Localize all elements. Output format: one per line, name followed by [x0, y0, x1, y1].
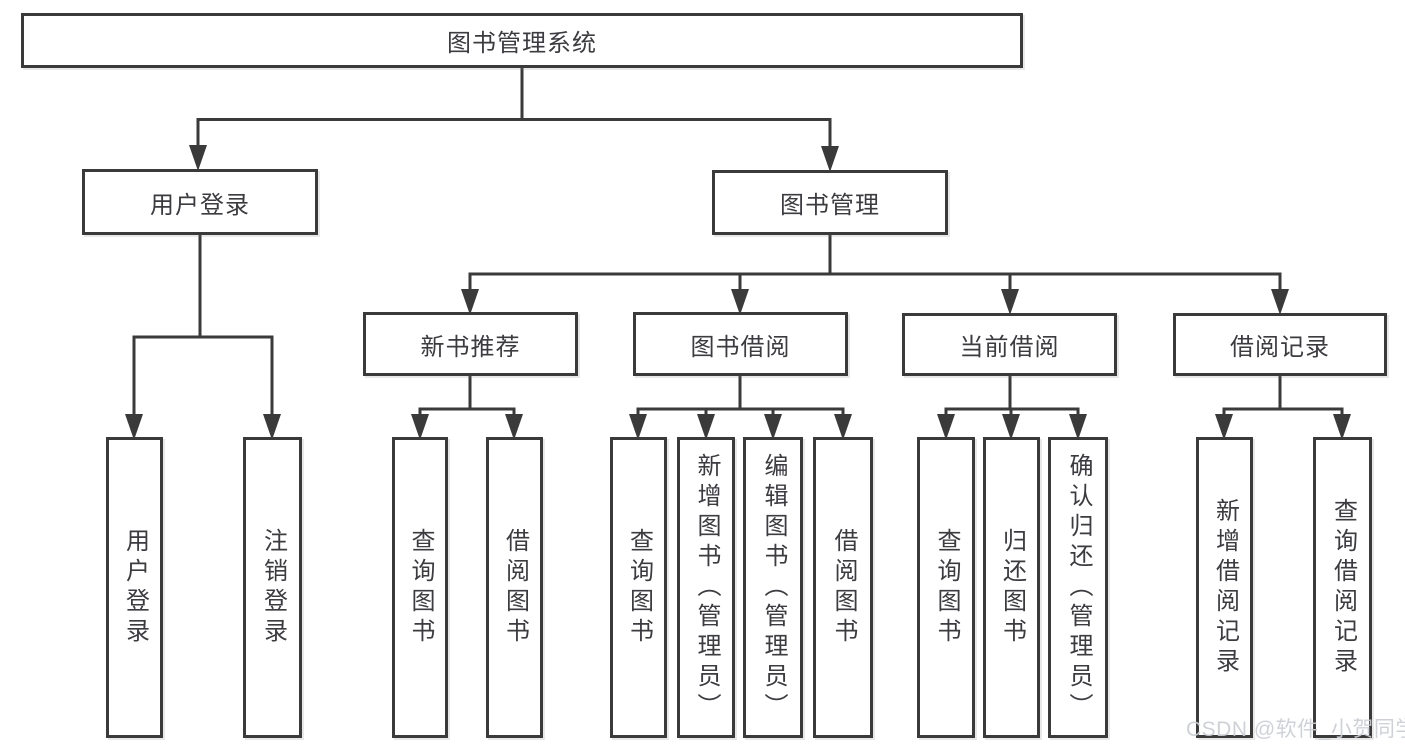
- leaf-records-add-record: 新增借阅记录: [1196, 437, 1253, 738]
- leaf-current-confirm-return: 确认归还（管理员）: [1048, 437, 1108, 738]
- leaf-records-query-record: 查询借阅记录: [1313, 437, 1372, 738]
- leaf-current-query-books: 查询图书: [917, 437, 975, 738]
- leaf-recommend-query-books: 查询图书: [392, 437, 448, 738]
- node-borrow-records: 借阅记录: [1173, 313, 1387, 376]
- node-library-system: 图书管理系统: [21, 13, 1023, 68]
- node-user-login: 用户登录: [82, 169, 318, 235]
- node-book-borrow: 图书借阅: [633, 312, 848, 376]
- leaf-recommend-borrow-books: 借阅图书: [486, 437, 543, 738]
- leaf-logout: 注销登录: [243, 437, 302, 738]
- leaf-borrow-edit-books: 编辑图书（管理员）: [743, 437, 803, 738]
- node-book-management: 图书管理: [712, 170, 948, 235]
- watermark: CSDN @软件_小贺同学: [1186, 718, 1405, 741]
- leaf-current-return-books: 归还图书: [983, 437, 1040, 738]
- leaf-borrow-borrow-books: 借阅图书: [813, 437, 873, 738]
- node-new-book-recommend: 新书推荐: [363, 312, 578, 376]
- leaf-borrow-query-books: 查询图书: [610, 437, 667, 738]
- leaf-user-login: 用户登录: [106, 437, 163, 738]
- leaf-borrow-add-books: 新增图书（管理员）: [677, 437, 735, 738]
- node-current-borrow: 当前借阅: [902, 313, 1117, 376]
